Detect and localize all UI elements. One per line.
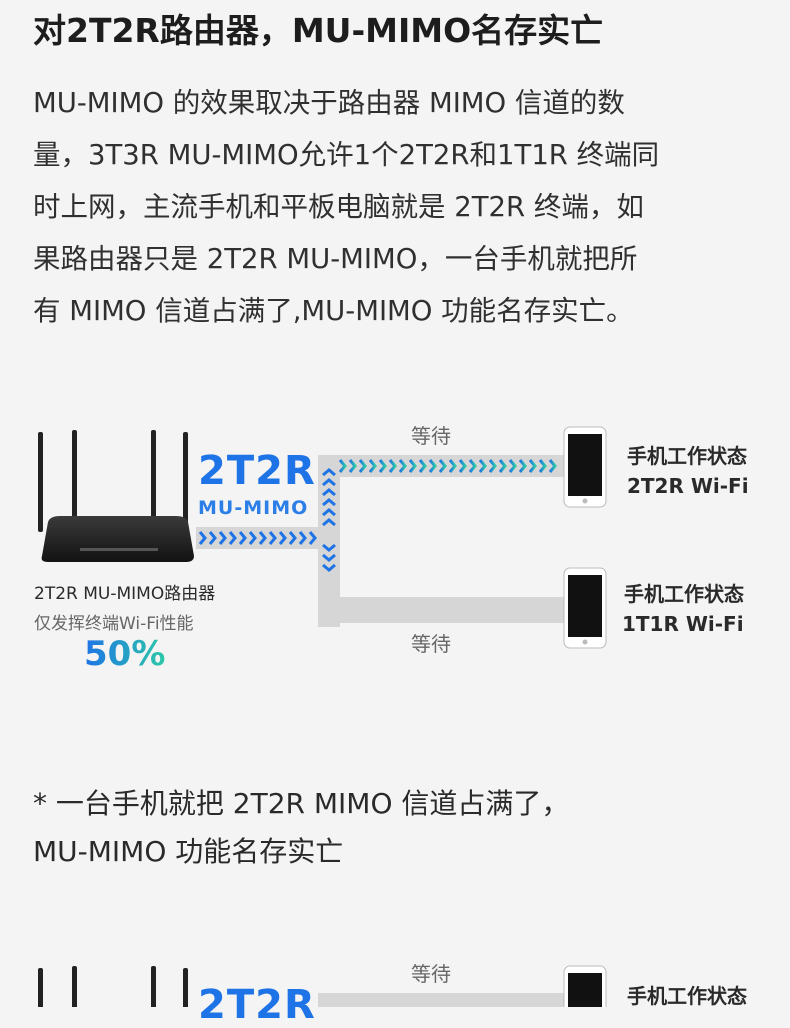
paragraph-line: 量，3T3R MU-MIMO允许1个2T2R和1T1R 终端同 [33, 139, 660, 171]
paragraph-line: 有 MIMO 信道占满了,MU-MIMO 功能名存实亡。 [33, 295, 634, 327]
wait-label-top: 等待 [411, 424, 451, 448]
paragraph-line: 时上网，主流手机和平板电脑就是 2T2R 终端，如 [33, 191, 644, 223]
router-icon [38, 966, 188, 1007]
signal-path [318, 993, 566, 1007]
intro-paragraph: MU-MIMO 的效果取决于路由器 MIMO 信道的数 量，3T3R MU-MI… [33, 77, 758, 337]
phone-icon [563, 965, 607, 1007]
page-heading: 对2T2R路由器，MU-MIMO名存实亡 [33, 11, 604, 50]
footnote: * 一台手机就把 2T2R MIMO 信道占满了， MU-MIMO 功能名存实亡 [33, 780, 569, 876]
wait-label-bottom: 等待 [411, 632, 451, 656]
router-icon [38, 430, 194, 562]
phone2-mode: 1T1R Wi-Fi [622, 612, 744, 636]
performance-percent: 50% [84, 634, 166, 674]
arrow-chevrons-lower [198, 531, 317, 545]
footnote-line: MU-MIMO 功能名存实亡 [33, 835, 344, 868]
phone-icon [563, 567, 607, 649]
arrow-chevrons-vertical [322, 468, 336, 572]
badge-2t2r: 2T2R [198, 448, 316, 494]
wait-label-top-2: 等待 [411, 962, 451, 986]
paragraph-line: 果路由器只是 2T2R MU-MIMO，一台手机就把所 [33, 243, 638, 275]
router-caption: 2T2R MU-MIMO路由器 [34, 584, 216, 604]
phone1-mode: 2T2R Wi-Fi [627, 474, 749, 498]
paragraph-line: MU-MIMO 的效果取决于路由器 MIMO 信道的数 [33, 87, 625, 119]
phone1-title: 手机工作状态 [627, 444, 747, 468]
router-subcaption: 仅发挥终端Wi-Fi性能 [34, 614, 194, 634]
footnote-line: * 一台手机就把 2T2R MIMO 信道占满了， [33, 787, 570, 820]
phone1-title-2: 手机工作状态 [627, 984, 747, 1008]
badge-2t2r-2: 2T2R [198, 982, 316, 1028]
mimo-diagram [38, 426, 607, 1007]
phone-icon [563, 426, 607, 508]
badge-mu-mimo: MU-MIMO [198, 497, 309, 519]
phone2-title: 手机工作状态 [624, 582, 744, 606]
arrow-chevrons-upper [338, 459, 557, 473]
